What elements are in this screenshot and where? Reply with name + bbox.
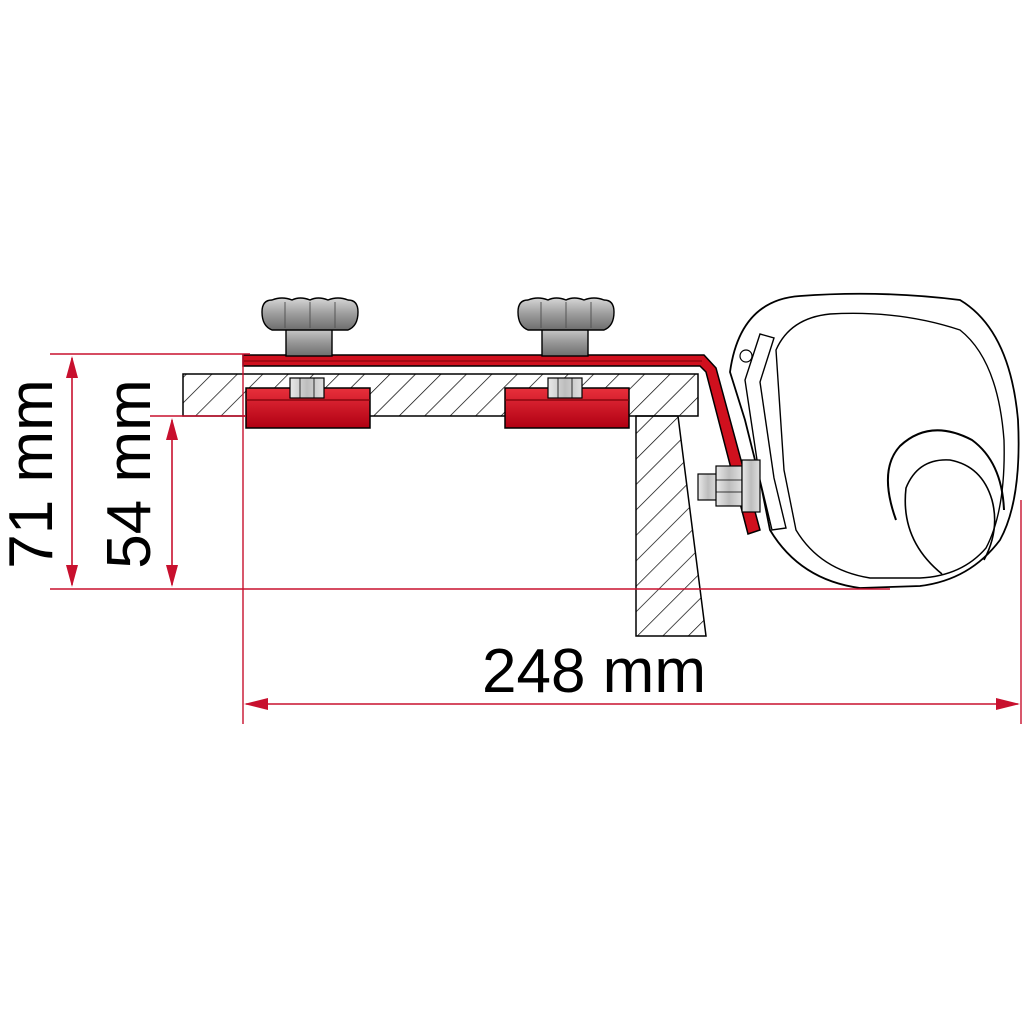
dimension-line-inner-height bbox=[166, 418, 178, 587]
cassette-inner-shell bbox=[775, 312, 1005, 579]
dimension-label-inner-height: 54 mm bbox=[95, 379, 164, 568]
cassette-rail-strip bbox=[744, 333, 787, 531]
mounting-bracket bbox=[242, 354, 761, 535]
nut-right bbox=[547, 377, 583, 399]
clamp-blocks bbox=[245, 377, 630, 429]
roller-arc-inner bbox=[904, 459, 996, 575]
knob-left bbox=[261, 297, 359, 357]
cassette-outer-shell bbox=[729, 292, 1020, 589]
rail-leg-hatched bbox=[635, 415, 707, 637]
side-bolt bbox=[697, 459, 761, 513]
knob-right-stem bbox=[541, 325, 589, 357]
cassette-screw bbox=[739, 349, 753, 363]
dimension-label-width: 248 mm bbox=[482, 637, 706, 706]
dimension-lines bbox=[50, 353, 1022, 724]
knob-right bbox=[517, 297, 615, 357]
awning-cassette bbox=[729, 292, 1020, 589]
roller-arc bbox=[887, 429, 1005, 521]
dimension-line-width bbox=[244, 698, 1020, 710]
dimension-label-overall-height: 71 mm bbox=[0, 379, 66, 568]
bracket-plate bbox=[242, 354, 761, 535]
nut-left bbox=[289, 377, 325, 399]
dimension-line-overall-height bbox=[66, 356, 78, 587]
